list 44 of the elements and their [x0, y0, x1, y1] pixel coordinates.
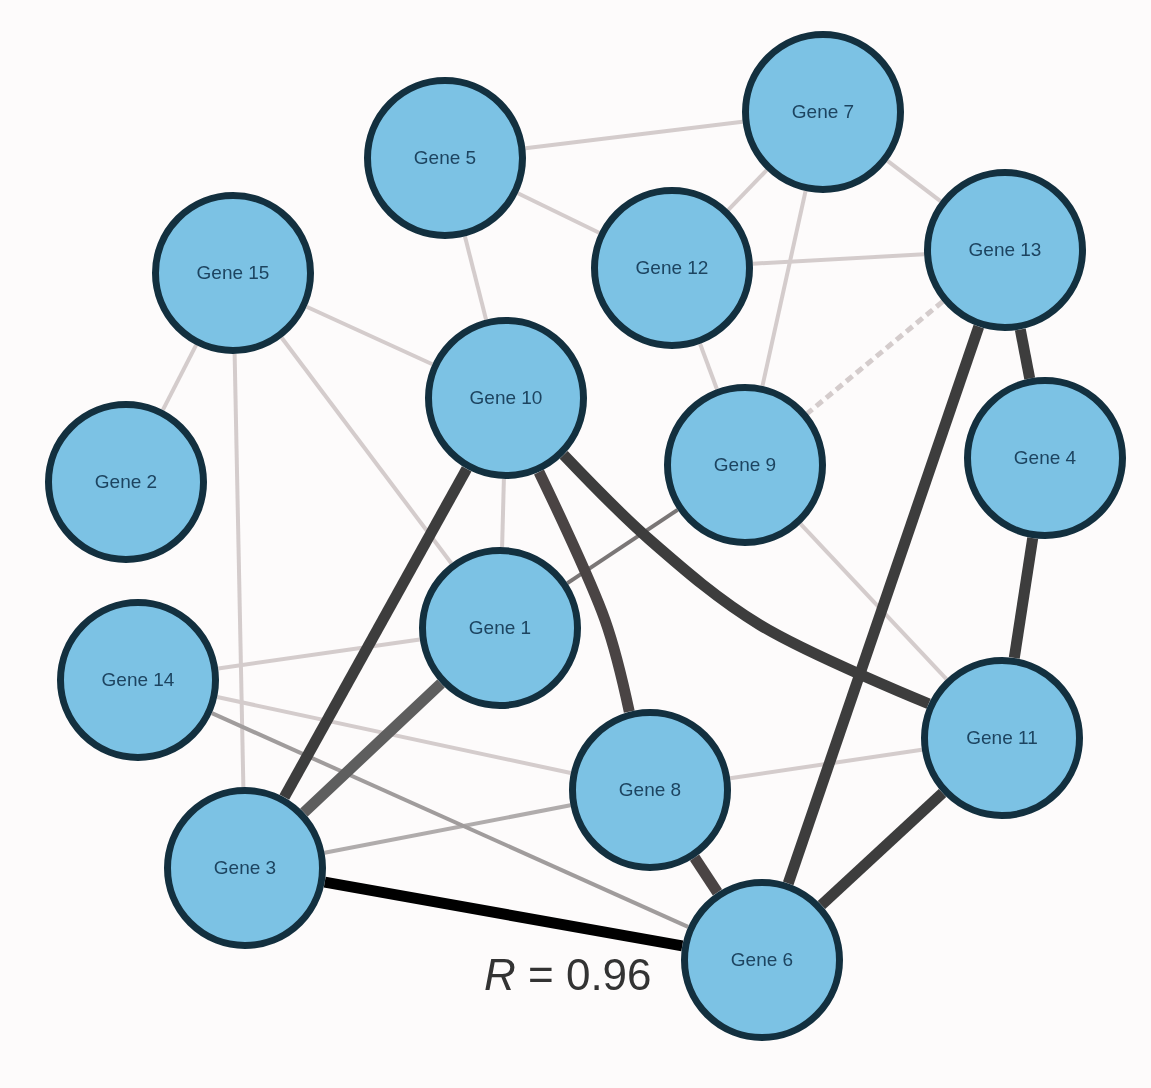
node-label: Gene 12: [635, 257, 709, 279]
connection-line: [752, 252, 925, 266]
node-label: Gene 9: [713, 454, 777, 476]
node-label: Gene 14: [101, 669, 175, 691]
connection-line: [534, 469, 635, 713]
connection-line: [525, 119, 743, 151]
node-label: Gene 7: [791, 101, 855, 123]
connection-line: [729, 747, 923, 781]
node-label: Gene 1: [468, 617, 532, 639]
connection-line: [305, 304, 434, 367]
connection-line: [886, 159, 942, 203]
node-label: Gene 3: [213, 857, 277, 879]
node-label: Gene 4: [1013, 447, 1077, 469]
connection-line: [689, 854, 723, 896]
node-label: Gene 10: [469, 387, 543, 409]
connection-line: [324, 803, 571, 855]
connection-line: [799, 522, 948, 681]
connection-line: [300, 679, 445, 817]
connection-line: [726, 168, 769, 212]
connection-line: [698, 343, 719, 390]
connection-line: [463, 236, 488, 320]
node-label: Gene 2: [94, 471, 158, 493]
connection-line: [280, 336, 453, 565]
node-label: Gene 5: [413, 147, 477, 169]
connection-line: [760, 190, 808, 387]
connection-line: [805, 299, 945, 416]
node-label: Gene 6: [730, 949, 794, 971]
connection-line: [500, 478, 506, 548]
connection-line: [1014, 328, 1036, 380]
connection-line: [232, 353, 246, 788]
node-label: Gene 13: [968, 239, 1042, 261]
connection-line: [559, 451, 931, 709]
connection-line: [1008, 537, 1039, 659]
node-label: Gene 11: [966, 727, 1038, 749]
connection-line: [211, 711, 689, 929]
connection-line: [817, 788, 947, 910]
connection-line: [216, 695, 572, 775]
connection-line: [161, 344, 198, 411]
node-label: Gene 8: [618, 779, 682, 801]
node-label: Gene 15: [196, 262, 270, 284]
connection-line: [783, 324, 984, 886]
connection-line: [517, 191, 600, 235]
connection-line: [217, 637, 421, 671]
connection-line: [323, 876, 684, 952]
